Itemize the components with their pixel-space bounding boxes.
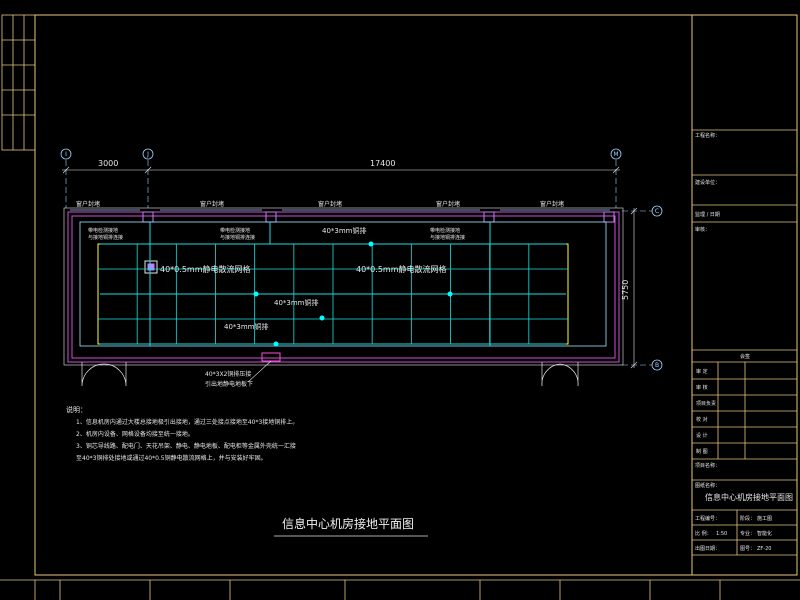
dim-main: 17400 xyxy=(370,159,395,168)
column-1 xyxy=(142,211,154,223)
tb-project-name-label: 工程名称： xyxy=(695,132,720,139)
tb-sign-row-3: 项目负责 xyxy=(696,400,716,407)
axis-label-rbottom: B xyxy=(655,362,659,369)
axis-label-mid: J xyxy=(146,151,149,158)
axis-bubbles xyxy=(60,148,663,371)
bottom-note-line-1: 40*3X2铜排压接 xyxy=(205,370,251,378)
bus-label-top: 40*3mm铜排 xyxy=(322,226,367,235)
dim-left: 3000 xyxy=(98,159,118,168)
bus-label-low: 40*3mm铜排 xyxy=(224,322,269,331)
axis-grid xyxy=(65,160,652,366)
tb-info-k2-1: 阶段： xyxy=(740,515,755,522)
axis-bubble-text: I J M C B xyxy=(65,151,659,369)
axis-bubble-rbottom xyxy=(651,359,663,371)
bottom-leader xyxy=(247,360,272,383)
notes-heading: 说明： xyxy=(66,405,87,414)
window-label-1: 窗户封堵 xyxy=(76,200,100,208)
column-2 xyxy=(265,211,277,223)
grid-label-left: 40*0.5mm静电散流网格 xyxy=(160,264,251,274)
tb-sign-row-6: 制 图 xyxy=(696,448,708,455)
window-labels: 窗户封堵 窗户封堵 窗户封堵 窗户封堵 窗户封堵 xyxy=(76,200,564,208)
connector-label-3: 带电检测接地与接地铜排连接 xyxy=(430,227,465,241)
outer-frame xyxy=(34,14,798,576)
bottom-connector xyxy=(261,352,281,362)
axis-bubble-right xyxy=(610,148,622,160)
drawing-title: 信息中心机房接地平面图 xyxy=(282,516,414,531)
connection-points xyxy=(253,241,453,347)
column-inner-fill xyxy=(147,263,155,271)
title-block xyxy=(692,129,797,556)
tb-seal-label: 会签 xyxy=(740,353,750,360)
window-label-3: 窗户封堵 xyxy=(318,200,342,208)
tb-review-label: 审核： xyxy=(695,226,710,233)
tb-drawing-name-label: 图纸名称： xyxy=(695,482,720,489)
bus-label-mid: 40*3mm铜排 xyxy=(274,298,319,307)
tb-info-v2-3: ZF-20 xyxy=(757,546,771,552)
tb-info-k2-2: 专业： xyxy=(740,530,755,537)
tb-client-label: 建设单位： xyxy=(695,179,720,186)
axis-bubble-left xyxy=(60,148,72,160)
window-label-4: 窗户封堵 xyxy=(436,200,460,208)
window-label-5: 窗户封堵 xyxy=(540,200,564,208)
bottom-strip xyxy=(0,579,800,600)
tb-info-k-1: 工程编号： xyxy=(695,515,720,522)
connector-label-2: 带电检测接地与接地铜排连接 xyxy=(220,227,255,241)
note-3: 3、铜芯导线路、配电门、天花吊架、静电、静电地板、配电柜等金属外壳统一汇接 xyxy=(76,442,296,450)
grid-bus-labels: 40*0.5mm静电散流网格 40*0.5mm静电散流网格 40*3mm铜排 4… xyxy=(160,226,447,331)
grounding-busbar xyxy=(79,221,607,347)
dimension-text: 3000 17400 5750 xyxy=(98,159,630,300)
axis-label-right: M xyxy=(613,151,618,158)
bottom-note: 40*3X2铜排压接 引出地静电地板下 xyxy=(205,370,253,388)
note-2: 2、机房内设备、网格设备均接至统一接地。 xyxy=(76,430,194,438)
note-4: 至40*3铜排处接地或通过40*0.5铜静电散流网格上，并与安装好牢固。 xyxy=(76,454,267,462)
tb-supervisor-label: 监理 / 日期 xyxy=(695,211,720,218)
window-label-2: 窗户封堵 xyxy=(200,200,224,208)
column-3 xyxy=(483,211,495,223)
dim-height: 5750 xyxy=(621,280,630,300)
column-4 xyxy=(603,211,615,223)
tb-info-v-2: 1:50 xyxy=(716,531,727,537)
tb-info-k-2: 比 例： xyxy=(695,530,712,537)
tb-info-k-3: 出图日期： xyxy=(695,545,720,552)
axis-label-left: I xyxy=(65,151,67,158)
connector-label-1: 带电检测接地与接地铜排连接 xyxy=(88,227,123,241)
room-walls xyxy=(63,207,624,366)
axis-bubble-rtop xyxy=(651,205,663,217)
note-1: 1、信息机房内通过大楼总接地极引出接地，通过三处接点接地至40*3接地铜排上。 xyxy=(76,418,298,426)
left-binding-strip xyxy=(1,14,36,151)
tb-sign-row-4: 校 对 xyxy=(696,416,708,423)
axis-label-rtop: C xyxy=(655,208,659,215)
tb-sign-row-2: 审 核 xyxy=(696,384,708,391)
grid-label-right: 40*0.5mm静电散流网格 xyxy=(356,264,447,274)
notes: 说明： 1、信息机房内通过大楼总接地极引出接地，通过三处接点接地至40*3接地铜… xyxy=(66,405,298,462)
dimension-lines xyxy=(62,166,638,369)
tb-info-v2-1: 施工图 xyxy=(757,515,772,522)
tb-project-label: 项目名称： xyxy=(695,462,720,469)
tb-drawing-name: 信息中心机房接地平面图 xyxy=(705,492,793,502)
connector-labels: 带电检测接地与接地铜排连接 带电检测接地与接地铜排连接 带电检测接地与接地铜排连… xyxy=(88,227,465,241)
busbar-lines xyxy=(100,222,566,346)
tb-info-k2-3: 图号： xyxy=(740,546,755,552)
axis-bubble-mid xyxy=(142,148,154,160)
tb-sign-row-5: 设 计 xyxy=(696,432,708,439)
column-inner xyxy=(144,260,158,274)
columns xyxy=(142,211,615,274)
tb-sign-row-1: 审 定 xyxy=(696,368,708,375)
bottom-note-line-2: 引出地静电地板下 xyxy=(205,380,253,388)
title-block-text: 工程名称： 建设单位： 监理 / 日期 审核： 会签 审 定 审 核 项目负责 … xyxy=(695,132,793,552)
tb-info-v2-2: 智能化 xyxy=(757,530,772,537)
doors xyxy=(81,362,579,387)
